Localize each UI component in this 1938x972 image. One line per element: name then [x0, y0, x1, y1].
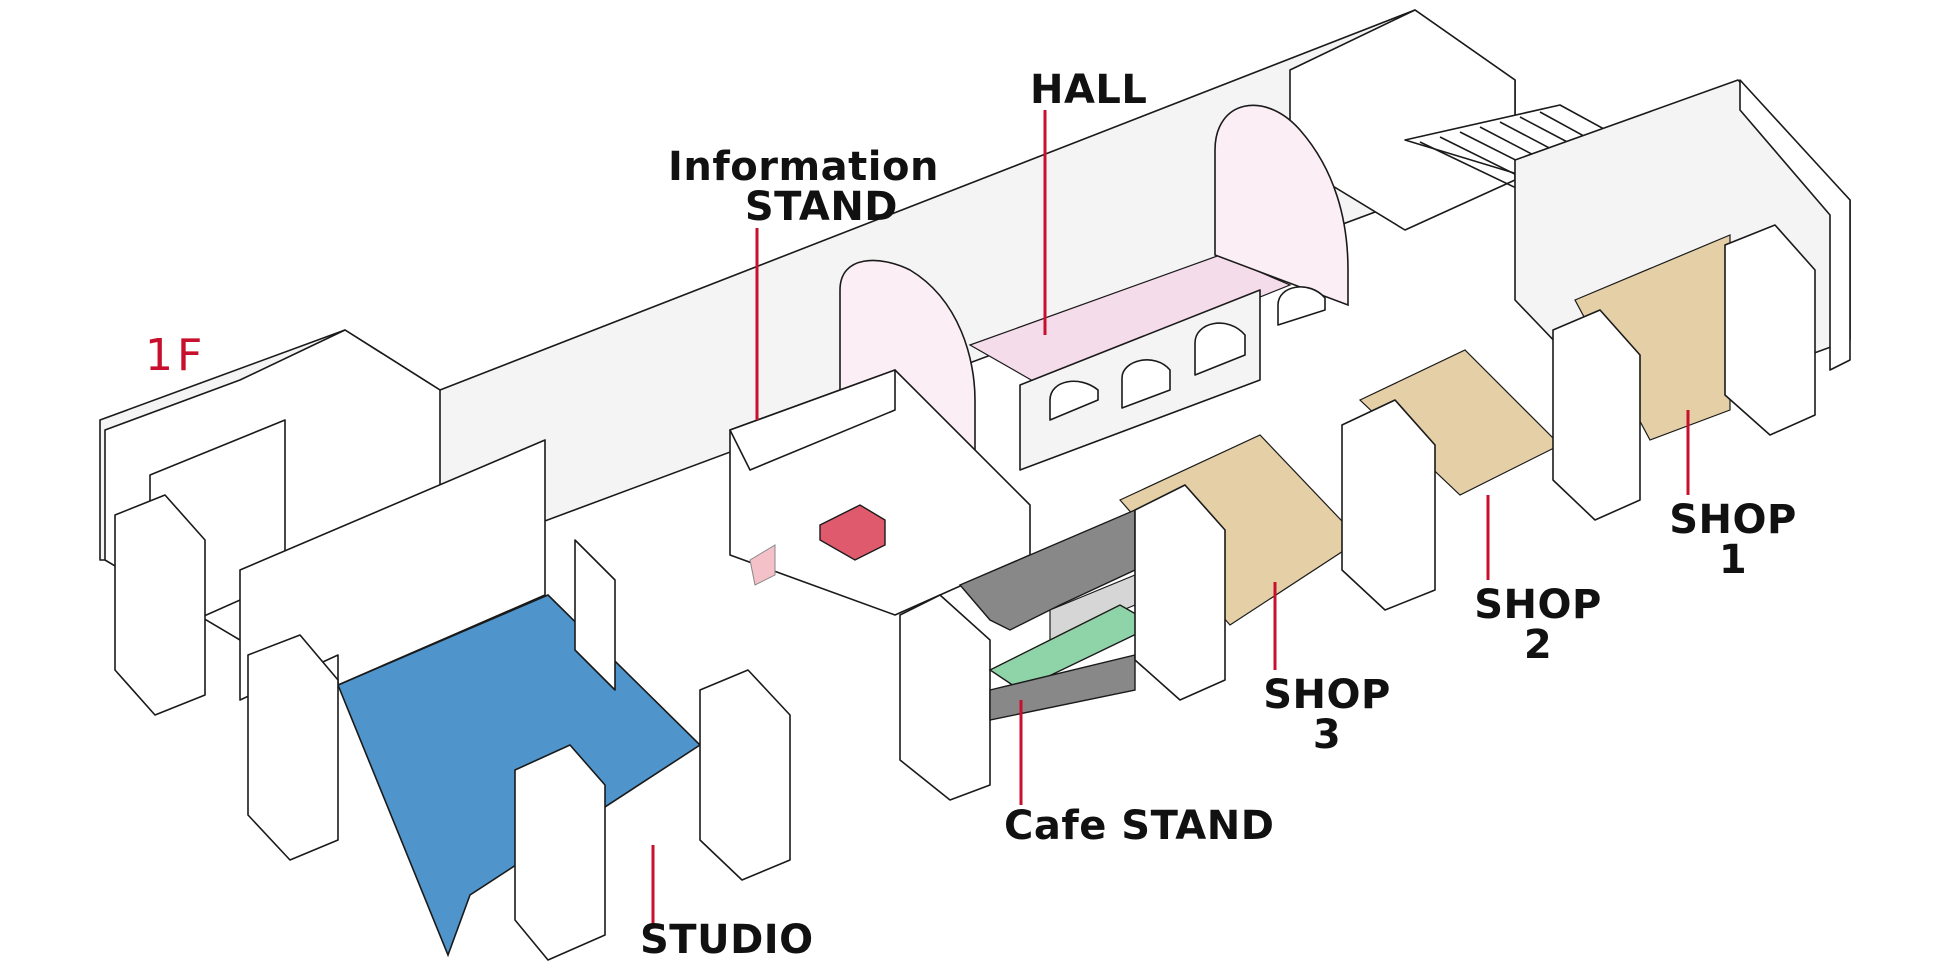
label-shop3-line1: SHOP — [1263, 672, 1391, 718]
window-arch-1 — [1049, 380, 1099, 421]
label-info-line2: STAND — [744, 184, 898, 230]
label-shop2-line2: 2 — [1523, 622, 1553, 668]
label-cafe-stand: Cafe STAND — [1004, 803, 1275, 849]
left-pillar — [114, 494, 206, 716]
cafe-pillar — [1134, 484, 1226, 701]
floor-label: 1F — [145, 330, 207, 381]
info-stand-counter — [729, 369, 896, 471]
cafe-counter-base — [989, 654, 1136, 721]
label-shop2-line1: SHOP — [1474, 582, 1602, 628]
info-stand-glass — [749, 544, 776, 586]
info-pillar — [899, 594, 991, 801]
label-hall: HALL — [1030, 67, 1148, 113]
label-shop3: SHOP 3 — [1262, 675, 1392, 755]
hall-arch-right — [1214, 104, 1349, 307]
label-info-line1: Information — [668, 144, 939, 190]
window-arch-2 — [1121, 359, 1171, 409]
shop1-pillar — [1724, 224, 1816, 436]
studio-pillar-front — [514, 744, 606, 961]
info-stand-desk — [819, 504, 886, 561]
window-arch-3 — [1194, 322, 1246, 376]
studio-pillar-right — [699, 669, 791, 881]
shop3-pillar — [1341, 399, 1436, 611]
window-arch-4 — [1277, 286, 1326, 326]
shop-block-right-wall — [1739, 79, 1851, 371]
hall-floor — [968, 254, 1292, 386]
label-shop1-line1: SHOP — [1669, 497, 1797, 543]
label-shop2: SHOP 2 — [1473, 585, 1603, 665]
label-studio: STUDIO — [640, 917, 814, 963]
label-info-stand: Information STAND — [668, 144, 939, 230]
shop2-pillar — [1552, 309, 1641, 521]
studio-door — [574, 539, 616, 691]
studio-pillar-left — [247, 634, 339, 861]
label-shop3-line2: 3 — [1312, 712, 1342, 758]
label-shop1: SHOP 1 — [1668, 500, 1798, 580]
label-shop1-line2: 1 — [1718, 537, 1748, 583]
